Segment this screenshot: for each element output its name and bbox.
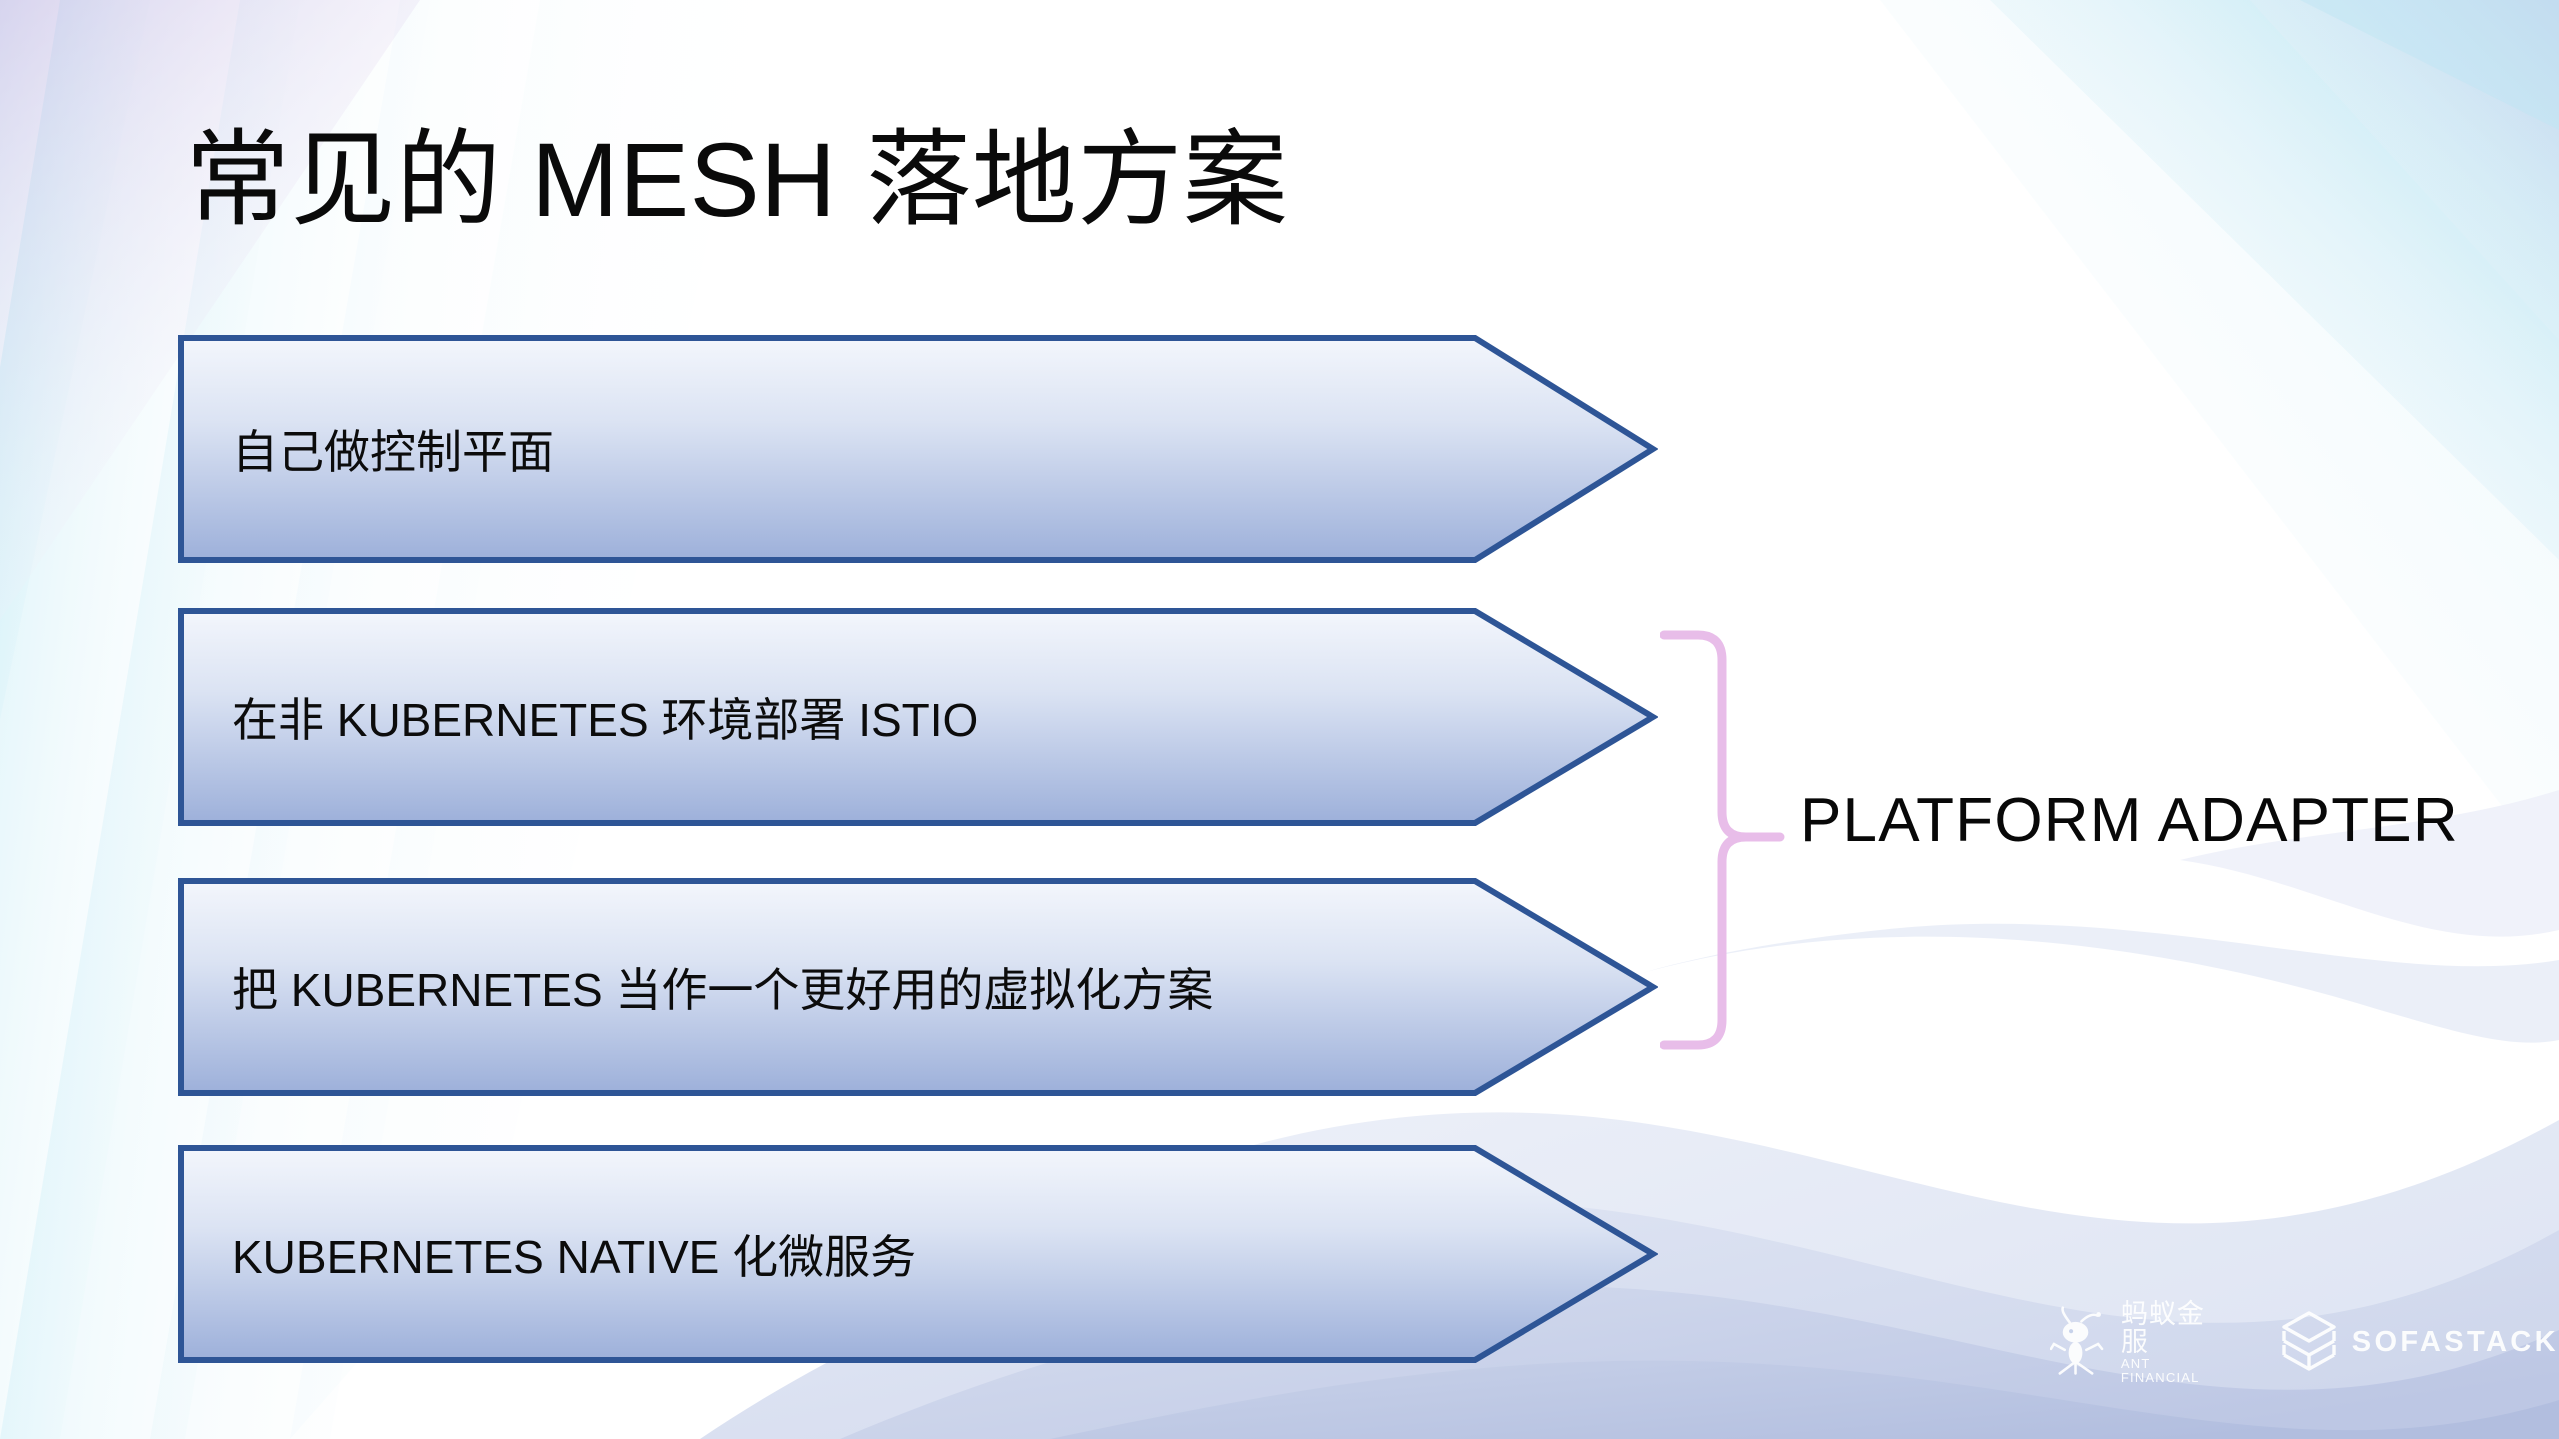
ant-mascot-icon bbox=[2050, 1306, 2104, 1375]
chevron-step-1[interactable]: 自己做控制平面 bbox=[178, 335, 1658, 563]
chevron-shape bbox=[178, 878, 1658, 1096]
chevron-label: 自己做控制平面 bbox=[232, 426, 554, 478]
platform-adapter-caption: PLATFORM ADAPTER bbox=[1800, 786, 2459, 855]
ant-financial-wordmark: 蚂蚁金服 ANT FINANCIAL bbox=[2121, 1300, 2232, 1385]
top-right-stripe-group bbox=[1880, 0, 2559, 880]
chevron-shape bbox=[178, 608, 1658, 826]
page-title: 常见的 MESH 落地方案 bbox=[185, 122, 1289, 239]
grouping-brace-icon bbox=[1660, 630, 1785, 1050]
chevron-label: 把 KUBERNETES 当作一个更好用的虚拟化方案 bbox=[232, 964, 1214, 1016]
chevron-shape bbox=[178, 1145, 1658, 1363]
chevron-step-3[interactable]: 把 KUBERNETES 当作一个更好用的虚拟化方案 bbox=[178, 878, 1658, 1096]
chevron-step-4[interactable]: KUBERNETES NATIVE 化微服务 bbox=[178, 1145, 1658, 1363]
sofastack-logo: SOFASTACK bbox=[2278, 1309, 2559, 1377]
chevron-shape bbox=[178, 335, 1658, 563]
ant-financial-en: ANT FINANCIAL bbox=[2120, 1355, 2200, 1385]
chevron-step-2[interactable]: 在非 KUBERNETES 环境部署 ISTIO bbox=[178, 608, 1658, 826]
ant-financial-cn: 蚂蚁金服 bbox=[2120, 1299, 2205, 1358]
sofastack-cube-icon bbox=[2282, 1310, 2336, 1371]
chevron-label: KUBERNETES NATIVE 化微服务 bbox=[232, 1231, 917, 1283]
sofastack-wordmark: SOFASTACK bbox=[2351, 1326, 2559, 1359]
ant-financial-logo: 蚂蚁金服 ANT FINANCIAL bbox=[2050, 1300, 2232, 1385]
chevron-label: 在非 KUBERNETES 环境部署 ISTIO bbox=[232, 694, 979, 746]
logo-bar: 蚂蚁金服 ANT FINANCIAL SOFASTACK bbox=[2050, 1300, 2559, 1385]
